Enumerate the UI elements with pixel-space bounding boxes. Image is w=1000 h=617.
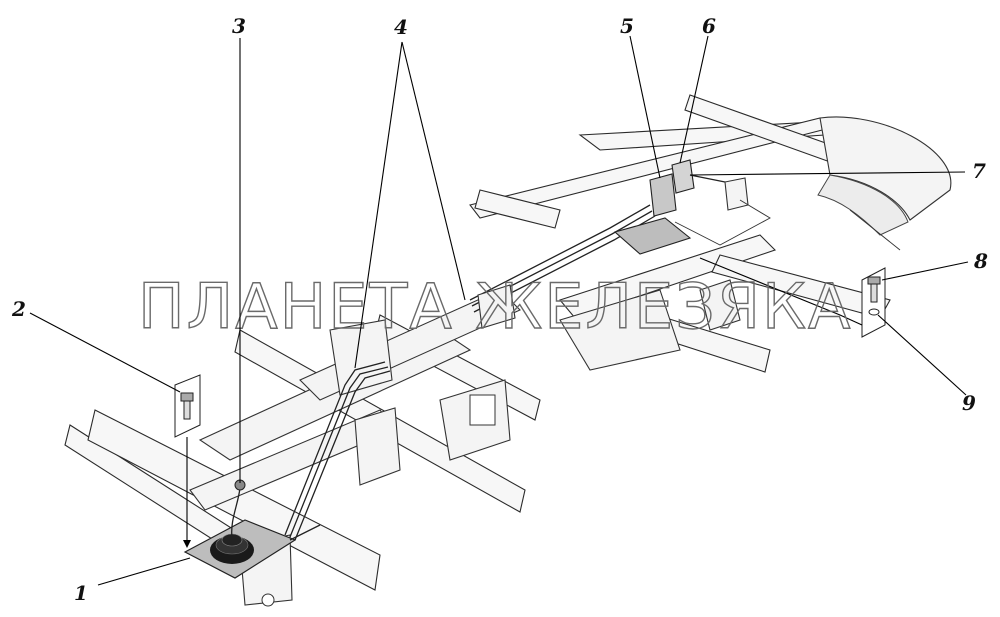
cable-clamp: [477, 284, 516, 329]
mechanism-housing: [649, 173, 677, 217]
watermark-text: ПЛАНЕТА ЖЕЛЕЗЯКА: [138, 270, 852, 343]
shift-lever-base: [183, 479, 297, 579]
cable-rear-1: [469, 204, 651, 301]
leader-6: [679, 35, 709, 164]
bolt-inset-right: [699, 257, 886, 338]
leader-1: [97, 557, 191, 586]
mechanism-plate: [613, 217, 692, 255]
front-left-rail-2: [87, 409, 381, 591]
callout-7: 7: [972, 159, 986, 183]
bolt-shank-left: [183, 400, 191, 420]
cable-front-3: [294, 370, 391, 541]
callout-3: 3: [232, 14, 246, 38]
rear-frame-end: [819, 116, 952, 221]
leader-5: [629, 35, 661, 179]
callout-1: 1: [74, 581, 88, 605]
bolt-arrow-right: [699, 257, 863, 326]
cable-rear-2: [471, 210, 653, 307]
callout-4: 4: [394, 15, 408, 39]
front-bracket-center: [329, 319, 393, 396]
callout-8: 8: [973, 249, 988, 273]
rear-small-bracket: [699, 279, 741, 331]
cable-rear-3: [473, 215, 656, 313]
front-bolt-bottom: [261, 593, 275, 607]
callout-9: 9: [962, 391, 976, 415]
shift-mechanism: [613, 159, 771, 255]
washer-right: [868, 308, 880, 316]
leader-4a: [354, 41, 403, 369]
bolt-head-left: [180, 392, 194, 402]
leader-9: [877, 314, 967, 396]
mechanism-lever: [671, 159, 695, 194]
shift-lever-rod: [231, 487, 241, 539]
callout-6: 6: [702, 14, 716, 38]
front-bracket-lower: [354, 407, 401, 486]
bolt-arrowhead-left: [183, 540, 191, 548]
leader-2: [29, 312, 181, 393]
mechanism-link: [674, 199, 771, 246]
rear-frame-inner: [817, 174, 909, 236]
shift-cables: [284, 204, 656, 541]
bolt-inset-left: [174, 374, 201, 548]
cable-front-2: [289, 366, 389, 538]
front-plate: [469, 394, 496, 426]
cable-link: [289, 524, 321, 541]
leader-lines: [29, 35, 969, 586]
bolt-shank-right: [870, 283, 878, 303]
rear-bracket-block: [559, 289, 681, 371]
mechanism-bracket: [724, 177, 749, 211]
rear-frame: [469, 94, 952, 373]
rear-brace: [849, 209, 901, 251]
leader-4b: [401, 41, 466, 301]
bolt-head-right: [867, 276, 881, 285]
callout-2: 2: [11, 297, 26, 321]
callout-labels: 1 2 3 4 5 6 7 8 9: [11, 14, 988, 605]
callout-5: 5: [620, 14, 634, 38]
leader-8: [881, 261, 969, 281]
leader-7: [689, 171, 966, 176]
cable-front-1: [284, 361, 386, 536]
rear-cross-member-4: [474, 189, 561, 229]
